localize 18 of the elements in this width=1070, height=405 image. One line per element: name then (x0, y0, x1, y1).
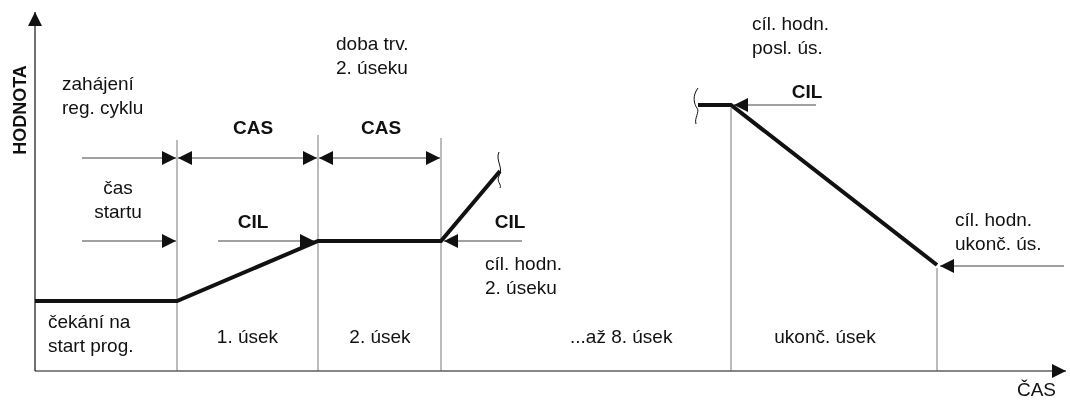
segment-label: ...až 8. úsek (570, 325, 674, 349)
arrow-label: CIL (790, 80, 824, 104)
annotation-text: doba trv. 2. úseku (336, 32, 410, 80)
segment-label: 1. úsek (215, 325, 280, 349)
annotation-text: zahájení reg. cyklu (62, 72, 145, 120)
annotation-text: cíl. hodn. 2. úseku (485, 252, 564, 300)
annotation-text: cíl. hodn. ukonč. ús. (955, 208, 1043, 256)
annotation-text: čas startu (93, 176, 143, 224)
arrow-label: CIL (493, 210, 527, 234)
annotation-text: cíl. hodn. posl. ús. (752, 12, 831, 60)
dimension-label: CAS (231, 116, 275, 140)
dimension-label: CAS (359, 116, 403, 140)
segment-label: ukonč. úsek (773, 325, 877, 349)
arrow-label: CIL (236, 210, 270, 234)
axis-title: HODNOTA (9, 64, 31, 157)
axis-title: ČAS (1015, 378, 1056, 402)
segment-label: 2. úsek (348, 325, 412, 349)
segment-label: čekání na start prog. (48, 310, 135, 358)
